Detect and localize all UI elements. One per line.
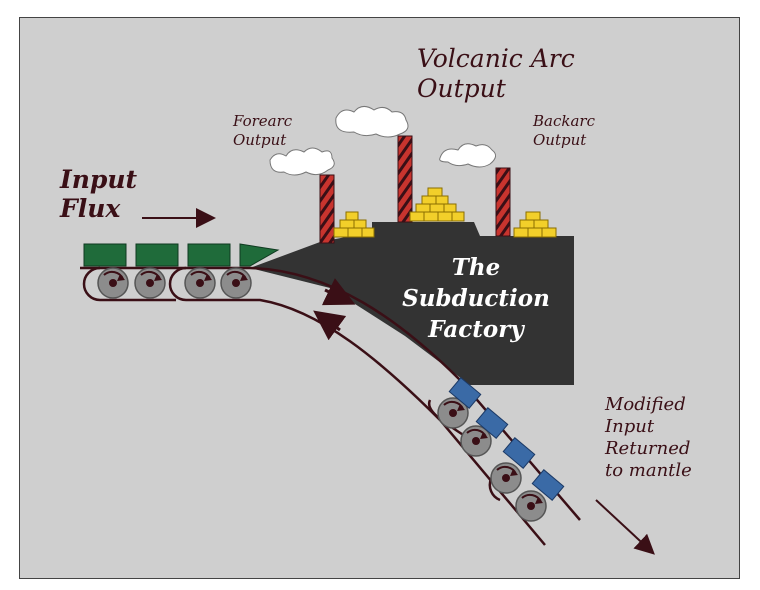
returned-cars xyxy=(448,377,565,501)
chimneys xyxy=(319,135,511,244)
downgoing-arrow xyxy=(321,278,356,306)
modified-output-arrow xyxy=(595,499,655,555)
smoke-clouds xyxy=(269,106,496,176)
gold-piles xyxy=(333,187,557,238)
backarc-label: Backarc Output xyxy=(533,112,595,149)
conveyor-belt xyxy=(80,266,581,546)
input-cars xyxy=(83,243,280,267)
factory-label: The Subduction Factory xyxy=(402,254,550,343)
upgoing-arrow xyxy=(313,310,347,341)
forearc-label: Forearc Output xyxy=(233,112,293,149)
volcanic-arc-label: Volcanic Arc Output xyxy=(417,44,575,103)
subduction-factory-body xyxy=(250,222,574,385)
input-flux-label: Input Flux xyxy=(60,165,138,223)
modified-input-label: Modified Input Returned to mantle xyxy=(605,394,692,481)
